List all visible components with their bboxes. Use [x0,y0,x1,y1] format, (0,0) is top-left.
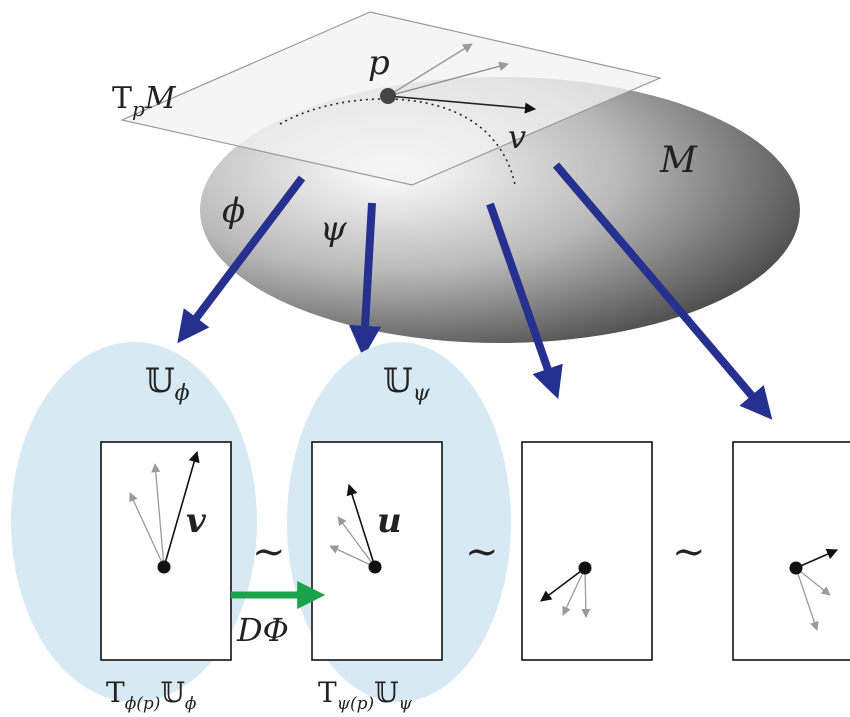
box4-vector-gray-2 [795,567,831,596]
derivative-label: DΦ [236,611,289,649]
coord-box-psi [311,441,443,661]
box2-vector-gray-1 [337,516,376,568]
box1-vector-gray-1 [151,463,165,568]
box3-vector-dark [540,567,586,602]
box1-point [157,560,171,574]
box2-vector-u [346,483,376,568]
box4-vector-dark [795,548,839,569]
chart-phi-label: ϕ [222,191,245,231]
chart-arrow-phi [177,175,306,344]
domain-psi-label: 𝕌ψ [383,361,431,406]
tangent-vector-v [387,95,537,114]
tangent-vector-gray-2 [387,61,509,97]
coord-box-3 [521,441,653,661]
chart-psi-label: ψ [320,209,347,249]
chart-arrow-4 [552,162,773,420]
chart-arrow-3 [486,202,563,400]
chart-arrow-psi [349,202,382,358]
equiv-symbol-3: ∼ [672,529,706,575]
equiv-symbol-2: ∼ [465,529,499,575]
point-p-label: p [368,43,390,83]
point-p [380,88,396,104]
domain-phi-label: 𝕌ϕ [145,361,190,406]
box3-vector-gray-2 [581,567,591,618]
vector-v-label: v [508,118,526,156]
box3-point [578,561,592,575]
box4-vector-gray-1 [795,567,819,631]
equiv-symbol-1: ∼ [252,529,286,575]
tangent-vector-gray-1 [387,43,473,97]
manifold-label: M [659,140,698,181]
coord-box-4 [732,441,850,661]
box3-vector-gray-1 [562,567,586,616]
coord-box-phi [100,441,232,661]
caption-phi: Tϕ(p)𝕌ϕ [106,676,197,714]
box1-vector-gray-2 [129,492,165,568]
caption-psi: Tψ(p)𝕌ψ [318,676,413,714]
box1-vector-label: v [186,501,207,541]
box2-vector-label: u [377,501,402,541]
curve-through-p [279,98,516,186]
tangent-plane-label: TpM [112,81,177,121]
box2-vector-gray-2 [329,545,376,568]
box2-point [368,560,382,574]
box1-vector-v [163,450,200,568]
box4-point [789,561,803,575]
